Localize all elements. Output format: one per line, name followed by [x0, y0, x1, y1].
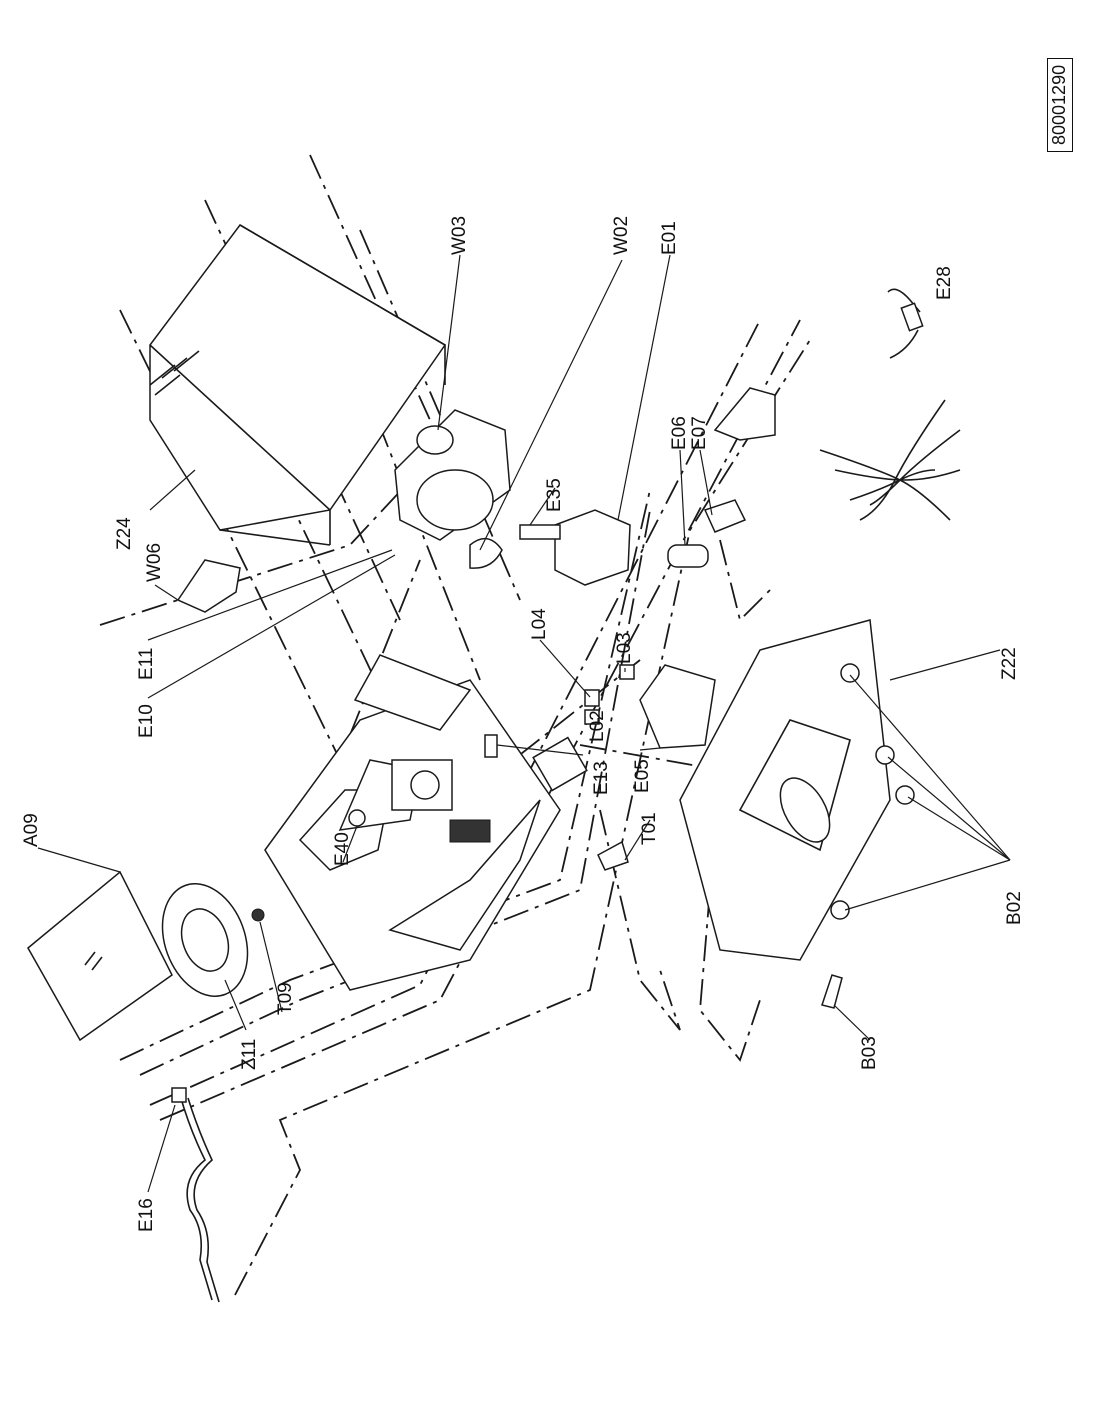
label-t09: T09 [275, 982, 296, 1015]
label-w06: W06 [144, 542, 165, 582]
document-number: 80001290 [1047, 57, 1073, 152]
fuse-e13 [484, 734, 498, 758]
wire-harness [819, 399, 961, 521]
fan-blade-w02 [469, 537, 503, 569]
label-e11: E11 [136, 647, 157, 680]
callout-leaders [37, 254, 1011, 1193]
oven-cavity [264, 654, 561, 991]
label-l02: L02 [587, 710, 608, 742]
turntable-z11 [161, 883, 249, 997]
label-e16: E16 [136, 1198, 157, 1232]
switch-assembly-l02 [532, 664, 635, 792]
label-e35: E35 [544, 478, 565, 512]
label-e07: E07 [689, 416, 710, 450]
label-w02: W02 [611, 215, 632, 255]
thermostat-t01 [597, 840, 629, 871]
sensor-e28 [887, 288, 924, 359]
bracket-b03 [821, 974, 843, 1009]
label-l03: L03 [614, 632, 635, 664]
transformer-e01 [554, 509, 631, 586]
label-e40: E40 [332, 832, 353, 866]
label-e28: E28 [934, 266, 955, 300]
label-e13: E13 [591, 761, 612, 795]
label-e10: E10 [136, 704, 157, 738]
label-w03: W03 [449, 215, 470, 255]
label-t01: T01 [639, 812, 660, 845]
hv-unit-e05 [639, 664, 716, 749]
door-a09 [27, 870, 173, 1042]
label-e06: E06 [669, 416, 690, 450]
label-b02: B02 [1004, 891, 1025, 925]
label-z22: Z22 [999, 647, 1020, 680]
label-a09: A09 [21, 813, 42, 847]
magnetron-e35 [519, 524, 561, 540]
label-z24: Z24 [114, 517, 135, 550]
feet-b02 [830, 663, 915, 920]
label-e01: E01 [659, 221, 680, 255]
fan-bracket-w03 [394, 409, 511, 541]
power-cord-e16 [171, 1087, 220, 1303]
label-z11: Z11 [239, 1038, 260, 1070]
coupler-t09 [251, 908, 265, 922]
capacitor-e06 [667, 499, 747, 568]
mounting-bracket [713, 387, 776, 441]
cover-w06 [176, 559, 241, 613]
label-l04: L04 [529, 608, 550, 640]
label-e05: E05 [632, 759, 653, 793]
label-b03: B03 [859, 1036, 880, 1070]
base-plate-z22 [679, 619, 915, 961]
lamp-e40 [348, 809, 366, 827]
